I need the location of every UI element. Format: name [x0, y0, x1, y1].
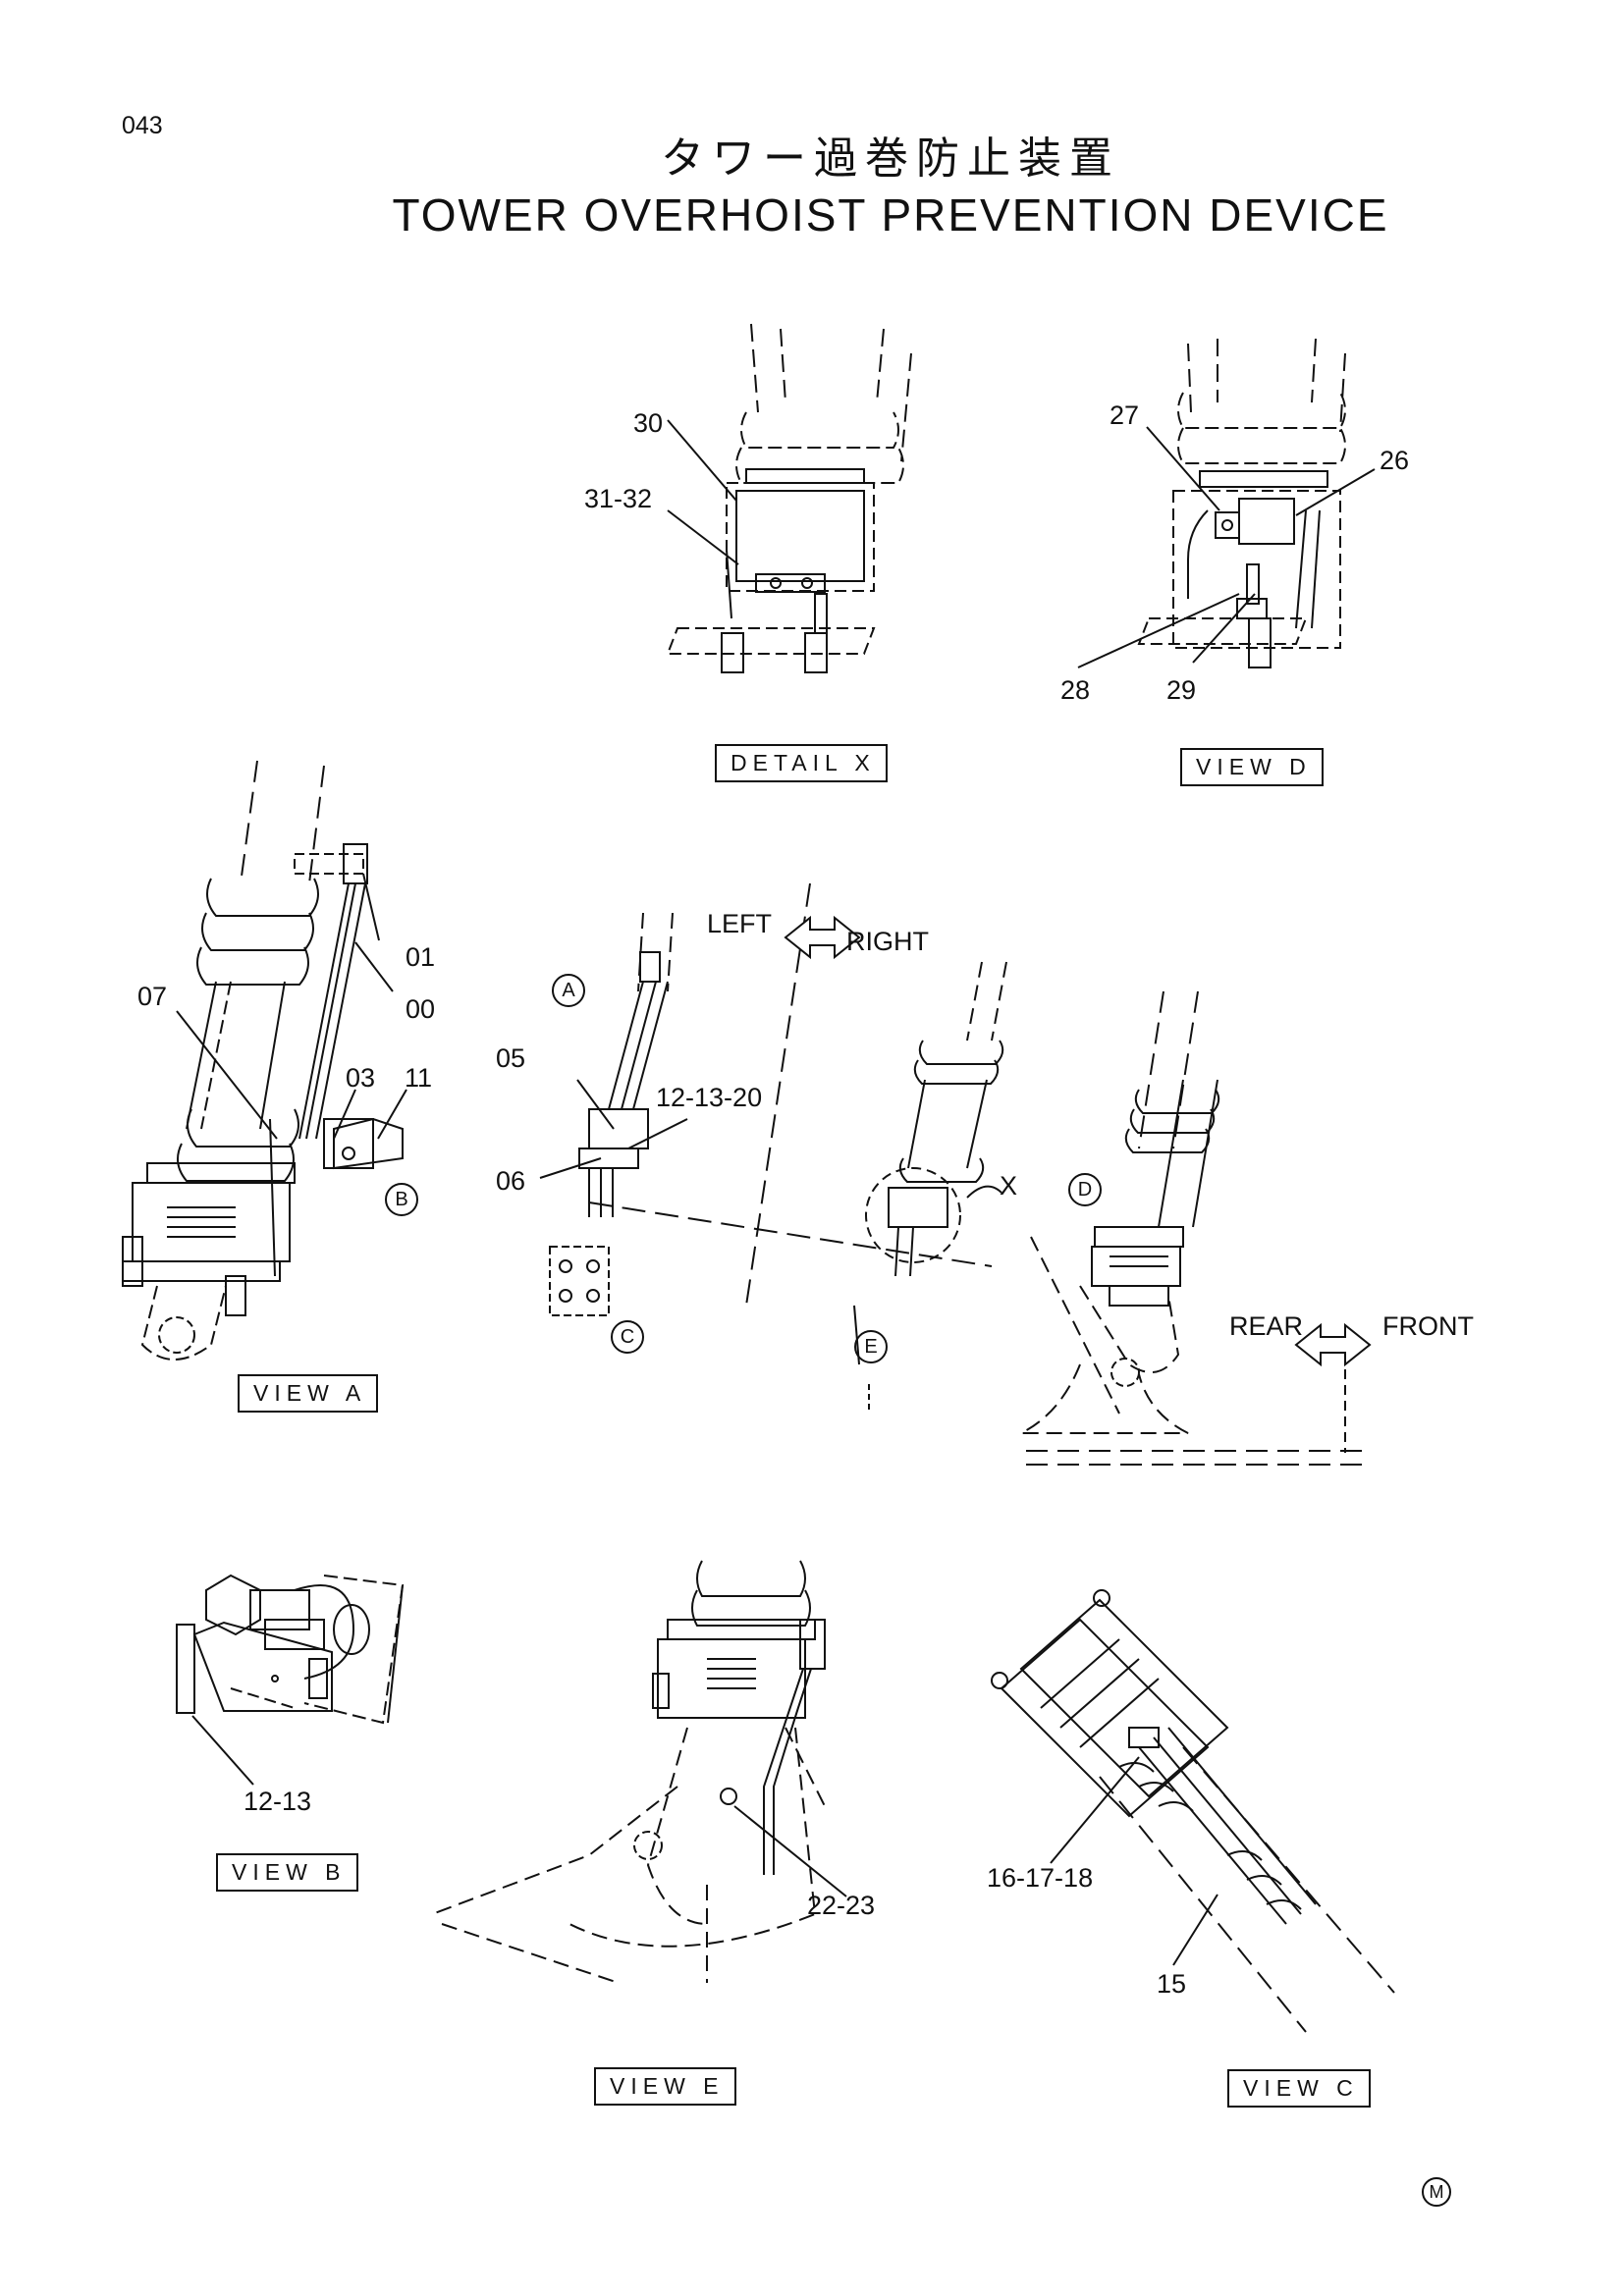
- part-label-16-17-18: 16-17-18: [987, 1863, 1094, 1893]
- side-view-drawing: [1020, 990, 1372, 1466]
- direction-left-label: LEFT: [707, 909, 773, 938]
- leader-16-17-18: [1050, 1756, 1140, 1864]
- leader-15: [1172, 1894, 1218, 1966]
- leader-29: [1192, 593, 1256, 664]
- leader-05: [576, 1079, 615, 1130]
- view-title-view-a: VIEW A: [238, 1374, 379, 1413]
- leader-28: [1077, 593, 1240, 668]
- part-label-11: 11: [405, 1063, 433, 1093]
- page-title: TOWER OVERHOIST PREVENTION DEVICE: [392, 189, 1389, 240]
- part-label-12-13-20: 12-13-20: [656, 1083, 763, 1112]
- corner-mark-m: M: [1422, 2177, 1451, 2207]
- view-b-drawing: [176, 1574, 405, 1725]
- part-label-30: 30: [633, 408, 664, 438]
- view-marker-b: B: [385, 1183, 418, 1216]
- view-marker-a: A: [552, 974, 585, 1007]
- leader-07: [176, 1010, 278, 1140]
- leader-01: [362, 873, 380, 941]
- part-label-28: 28: [1060, 675, 1091, 705]
- part-label-15: 15: [1157, 1969, 1187, 1999]
- leader-12-13: [191, 1715, 254, 1786]
- leader-22-23: [733, 1805, 847, 1897]
- leader-30: [667, 419, 737, 502]
- view-d-drawing: [1137, 338, 1346, 668]
- leader-03: [333, 1089, 356, 1140]
- detail-x-drawing: [666, 323, 912, 673]
- detail-marker-x: X: [1000, 1171, 1018, 1201]
- part-label-29: 29: [1166, 675, 1197, 705]
- page-number: 043: [122, 112, 163, 139]
- part-label-03: 03: [346, 1063, 376, 1093]
- leader-11: [377, 1089, 407, 1140]
- view-e-drawing: [431, 1560, 826, 1984]
- direction-front-label: FRONT: [1382, 1311, 1474, 1341]
- part-label-27: 27: [1110, 400, 1140, 430]
- view-a-drawing: [122, 760, 404, 1361]
- part-label-05: 05: [496, 1043, 526, 1073]
- leader-00: [354, 941, 394, 992]
- part-label-07: 07: [137, 982, 168, 1011]
- direction-rear-label: REAR: [1229, 1311, 1304, 1341]
- part-label-26: 26: [1380, 446, 1410, 475]
- part-label-12-13: 12-13: [244, 1787, 312, 1816]
- view-marker-d: D: [1068, 1173, 1102, 1206]
- direction-right-label: RIGHT: [846, 927, 929, 956]
- page-title-japanese: タワー過巻防止装置: [661, 134, 1120, 183]
- part-label-01: 01: [406, 942, 436, 972]
- part-label-06: 06: [496, 1166, 526, 1196]
- part-label-31-32: 31-32: [584, 484, 653, 513]
- leader-27: [1146, 426, 1220, 511]
- part-label-00: 00: [406, 994, 436, 1024]
- leader-31-32: [667, 509, 739, 565]
- part-label-22-23: 22-23: [807, 1891, 876, 1920]
- view-title-detail-x: DETAIL X: [715, 744, 888, 782]
- view-title-view-c: VIEW C: [1227, 2069, 1371, 2108]
- leader-26: [1295, 468, 1376, 516]
- view-c-drawing: [991, 1589, 1395, 2033]
- leader-12-13-20: [627, 1118, 688, 1149]
- view-marker-c: C: [611, 1320, 644, 1354]
- view-title-view-d: VIEW D: [1180, 748, 1324, 786]
- view-title-view-e: VIEW E: [594, 2067, 736, 2106]
- leader-06: [539, 1157, 602, 1179]
- view-title-view-b: VIEW B: [216, 1853, 358, 1892]
- view-marker-e: E: [854, 1330, 888, 1363]
